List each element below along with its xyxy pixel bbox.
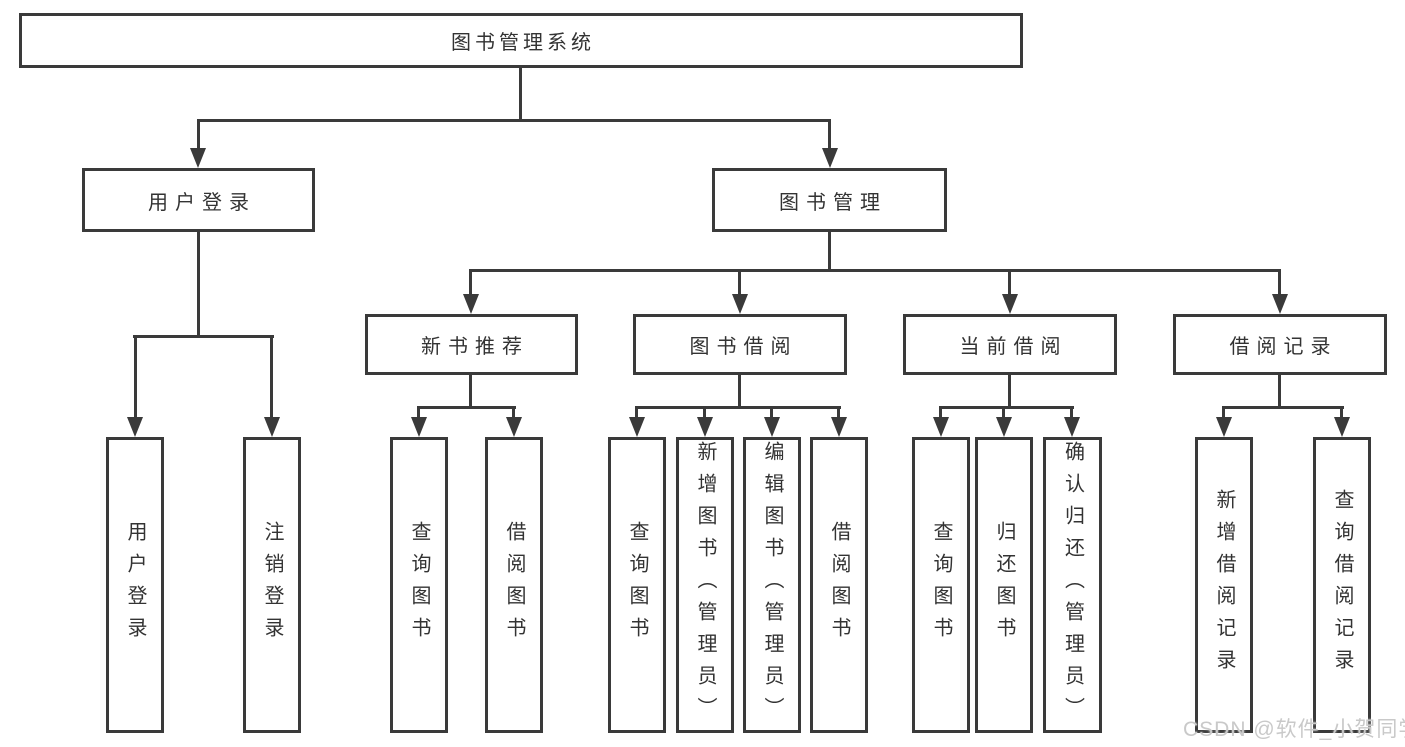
connector-drop-book-borrow bbox=[738, 269, 741, 294]
leaf-logout: 注销登录 bbox=[243, 437, 301, 733]
leaf-return-book-label: 归还图书 bbox=[993, 521, 1015, 649]
leaf-borrow-query: 查询图书 bbox=[608, 437, 666, 733]
connector-book-management-hbar bbox=[469, 269, 1281, 272]
node-current-borrow-label: 当前借阅 bbox=[959, 336, 1068, 358]
leaf-logout-label: 注销登录 bbox=[261, 521, 283, 649]
connector-drop bbox=[770, 406, 773, 417]
node-user-login: 用户登录 bbox=[82, 168, 315, 232]
arrow-down-icon bbox=[933, 417, 949, 437]
node-borrow-record: 借阅记录 bbox=[1173, 314, 1387, 375]
connector-current-borrow-stem bbox=[1008, 375, 1011, 406]
leaf-add-book-admin: 新增图书（管理员） bbox=[676, 437, 734, 733]
node-new-book-recommend: 新书推荐 bbox=[365, 314, 578, 375]
leaf-borrow-query-label: 查询图书 bbox=[626, 521, 648, 649]
node-book-management: 图书管理 bbox=[712, 168, 947, 232]
connector-drop bbox=[703, 406, 706, 417]
connector-new-book-hbar bbox=[417, 406, 516, 409]
leaf-confirm-return-admin-label: 确认归还（管理员） bbox=[1061, 441, 1084, 729]
node-user-login-label: 用户登录 bbox=[148, 191, 256, 214]
arrow-down-icon bbox=[764, 417, 780, 437]
connector-drop-current-borrow bbox=[1008, 269, 1011, 294]
connector-drop-leaf-logout bbox=[270, 335, 273, 417]
connector-drop bbox=[1340, 406, 1343, 417]
arrow-down-icon bbox=[411, 417, 427, 437]
node-borrow-record-label: 借阅记录 bbox=[1229, 336, 1338, 358]
node-current-borrow: 当前借阅 bbox=[903, 314, 1117, 375]
leaf-borrow-book: 借阅图书 bbox=[810, 437, 868, 733]
connector-root-stem bbox=[519, 68, 522, 119]
connector-drop bbox=[1070, 406, 1073, 417]
arrow-down-icon bbox=[996, 417, 1012, 437]
arrow-down-icon bbox=[822, 148, 838, 168]
leaf-edit-book-admin-label: 编辑图书（管理员） bbox=[761, 441, 783, 729]
arrow-down-icon bbox=[127, 417, 143, 437]
connector-drop-borrow-record bbox=[1278, 269, 1281, 294]
connector-drop bbox=[1222, 406, 1225, 417]
connector-drop-new-book bbox=[469, 269, 472, 294]
arrow-down-icon bbox=[697, 417, 713, 437]
arrow-down-icon bbox=[1216, 417, 1232, 437]
connector-borrow-record-stem bbox=[1278, 375, 1281, 406]
connector-drop bbox=[635, 406, 638, 417]
leaf-add-borrow-record: 新增借阅记录 bbox=[1195, 437, 1253, 733]
connector-book-borrow-stem bbox=[738, 375, 741, 406]
arrow-down-icon bbox=[831, 417, 847, 437]
leaf-borrow-book-label: 借阅图书 bbox=[828, 521, 850, 649]
arrow-down-icon bbox=[264, 417, 280, 437]
leaf-user-login: 用户登录 bbox=[106, 437, 164, 733]
connector-drop bbox=[1002, 406, 1005, 417]
connector-current-borrow-hbar bbox=[939, 406, 1074, 409]
leaf-add-book-admin-label: 新增图书（管理员） bbox=[694, 441, 716, 729]
connector-drop bbox=[837, 406, 840, 417]
leaf-new-book-borrow: 借阅图书 bbox=[485, 437, 543, 733]
leaf-user-login-label: 用户登录 bbox=[124, 521, 146, 649]
connector-root-hbar bbox=[197, 119, 831, 122]
node-book-borrow-label: 图书借阅 bbox=[689, 336, 798, 358]
leaf-current-query-label: 查询图书 bbox=[930, 521, 952, 649]
leaf-query-borrow-record-label: 查询借阅记录 bbox=[1331, 489, 1353, 681]
leaf-new-book-query-label: 查询图书 bbox=[408, 521, 430, 649]
arrow-down-icon bbox=[190, 148, 206, 168]
connector-drop-book-management bbox=[828, 119, 831, 148]
arrow-down-icon bbox=[463, 294, 479, 314]
node-root-label: 图书管理系统 bbox=[451, 32, 595, 54]
csdn-watermark: CSDN @软件_小贺同学 bbox=[1183, 718, 1405, 741]
connector-user-login-hbar bbox=[133, 335, 274, 338]
leaf-query-borrow-record: 查询借阅记录 bbox=[1313, 437, 1371, 733]
arrow-down-icon bbox=[1064, 417, 1080, 437]
leaf-add-borrow-record-label: 新增借阅记录 bbox=[1213, 489, 1235, 681]
leaf-new-book-query: 查询图书 bbox=[390, 437, 448, 733]
node-book-borrow: 图书借阅 bbox=[633, 314, 847, 375]
connector-borrow-record-hbar bbox=[1222, 406, 1344, 409]
leaf-return-book: 归还图书 bbox=[975, 437, 1033, 733]
leaf-new-book-borrow-label: 借阅图书 bbox=[503, 521, 525, 649]
connector-drop bbox=[512, 406, 515, 417]
connector-book-management-stem bbox=[828, 232, 831, 269]
connector-drop bbox=[417, 406, 420, 417]
connector-book-borrow-hbar bbox=[635, 406, 841, 409]
connector-new-book-stem bbox=[469, 375, 472, 406]
leaf-edit-book-admin: 编辑图书（管理员） bbox=[743, 437, 801, 733]
connector-drop bbox=[939, 406, 942, 417]
node-book-management-label: 图书管理 bbox=[779, 191, 887, 214]
connector-drop-leaf-login bbox=[134, 335, 137, 417]
connector-user-login-stem bbox=[197, 232, 200, 335]
leaf-confirm-return-admin: 确认归还（管理员） bbox=[1043, 437, 1102, 733]
arrow-down-icon bbox=[1334, 417, 1350, 437]
node-root: 图书管理系统 bbox=[19, 13, 1023, 68]
arrow-down-icon bbox=[629, 417, 645, 437]
connector-drop-user-login bbox=[197, 119, 200, 148]
arrow-down-icon bbox=[732, 294, 748, 314]
leaf-current-query: 查询图书 bbox=[912, 437, 970, 733]
arrow-down-icon bbox=[506, 417, 522, 437]
node-new-book-recommend-label: 新书推荐 bbox=[421, 336, 529, 358]
arrow-down-icon bbox=[1272, 294, 1288, 314]
arrow-down-icon bbox=[1002, 294, 1018, 314]
